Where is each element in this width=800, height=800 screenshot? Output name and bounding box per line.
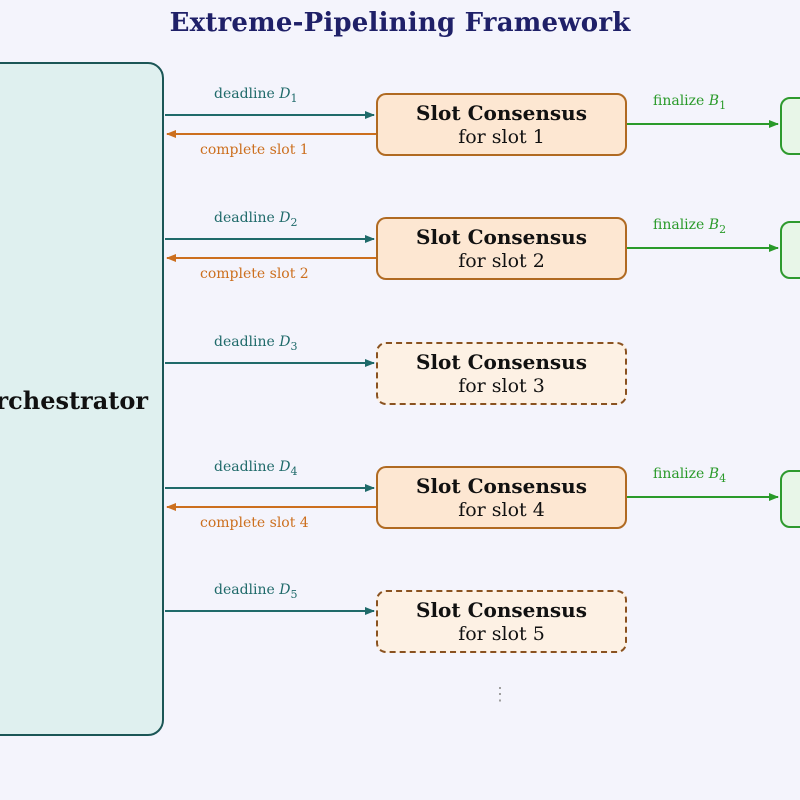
orchestrator-label: rchestrator — [0, 386, 148, 415]
finalize-label-2-subscript: 2 — [719, 222, 727, 236]
finalized-block-box-2 — [780, 221, 800, 279]
deadline-label-4-variable: D — [279, 459, 291, 475]
finalize-label-1-subscript: 1 — [719, 98, 727, 112]
deadline-label-1-subscript: 1 — [290, 91, 298, 105]
deadline-label-2: deadline D2 — [214, 210, 298, 229]
finalize-label-4-variable: B — [708, 466, 720, 482]
deadline-label-5: deadline D5 — [214, 582, 298, 601]
deadline-label-4: deadline D4 — [214, 459, 298, 478]
slot-title: Slot Consensus — [416, 598, 587, 622]
continuation-ellipsis: ⋮ — [491, 684, 509, 705]
slot-subtitle: for slot 4 — [458, 499, 545, 521]
slot-subtitle: for slot 2 — [458, 250, 545, 272]
finalize-label-1-variable: B — [708, 93, 720, 109]
complete-label-2: complete slot 2 — [200, 266, 309, 282]
slot-title: Slot Consensus — [416, 225, 587, 249]
deadline-label-1-text: deadline — [214, 86, 280, 102]
slot-subtitle: for slot 1 — [458, 126, 545, 148]
deadline-label-2-subscript: 2 — [290, 215, 298, 229]
slot-title: Slot Consensus — [416, 101, 587, 125]
slot-subtitle: for slot 5 — [458, 623, 545, 645]
finalize-label-4-subscript: 4 — [719, 471, 727, 485]
slot-title: Slot Consensus — [416, 474, 587, 498]
deadline-label-4-text: deadline — [214, 459, 280, 475]
finalize-label-1: finalize B1 — [653, 93, 726, 112]
orchestrator-box: rchestrator — [0, 62, 164, 736]
finalize-label-1-text: finalize — [653, 93, 709, 109]
deadline-label-2-variable: D — [279, 210, 291, 226]
deadline-label-3-variable: D — [279, 334, 291, 350]
deadline-label-3: deadline D3 — [214, 334, 298, 353]
finalize-label-2-text: finalize — [653, 217, 709, 233]
deadline-label-5-subscript: 5 — [290, 587, 298, 601]
deadline-label-5-text: deadline — [214, 582, 280, 598]
complete-label-1: complete slot 1 — [200, 142, 309, 158]
deadline-label-4-subscript: 4 — [290, 464, 298, 478]
slot-title: Slot Consensus — [416, 350, 587, 374]
finalize-label-2-variable: B — [708, 217, 720, 233]
deadline-label-3-text: deadline — [214, 334, 280, 350]
deadline-label-5-variable: D — [279, 582, 291, 598]
finalize-label-2: finalize B2 — [653, 217, 726, 236]
complete-label-4: complete slot 4 — [200, 515, 309, 531]
diagram-title: Extreme-Pipelining Framework — [169, 8, 631, 38]
deadline-label-1: deadline D1 — [214, 86, 298, 105]
finalize-label-4-text: finalize — [653, 466, 709, 482]
deadline-label-2-text: deadline — [214, 210, 280, 226]
finalize-label-4: finalize B4 — [653, 466, 726, 485]
deadline-label-3-subscript: 3 — [290, 339, 298, 353]
finalized-block-box-1 — [780, 97, 800, 155]
slot-subtitle: for slot 3 — [458, 375, 545, 397]
finalized-block-box-4 — [780, 470, 800, 528]
deadline-label-1-variable: D — [279, 86, 291, 102]
